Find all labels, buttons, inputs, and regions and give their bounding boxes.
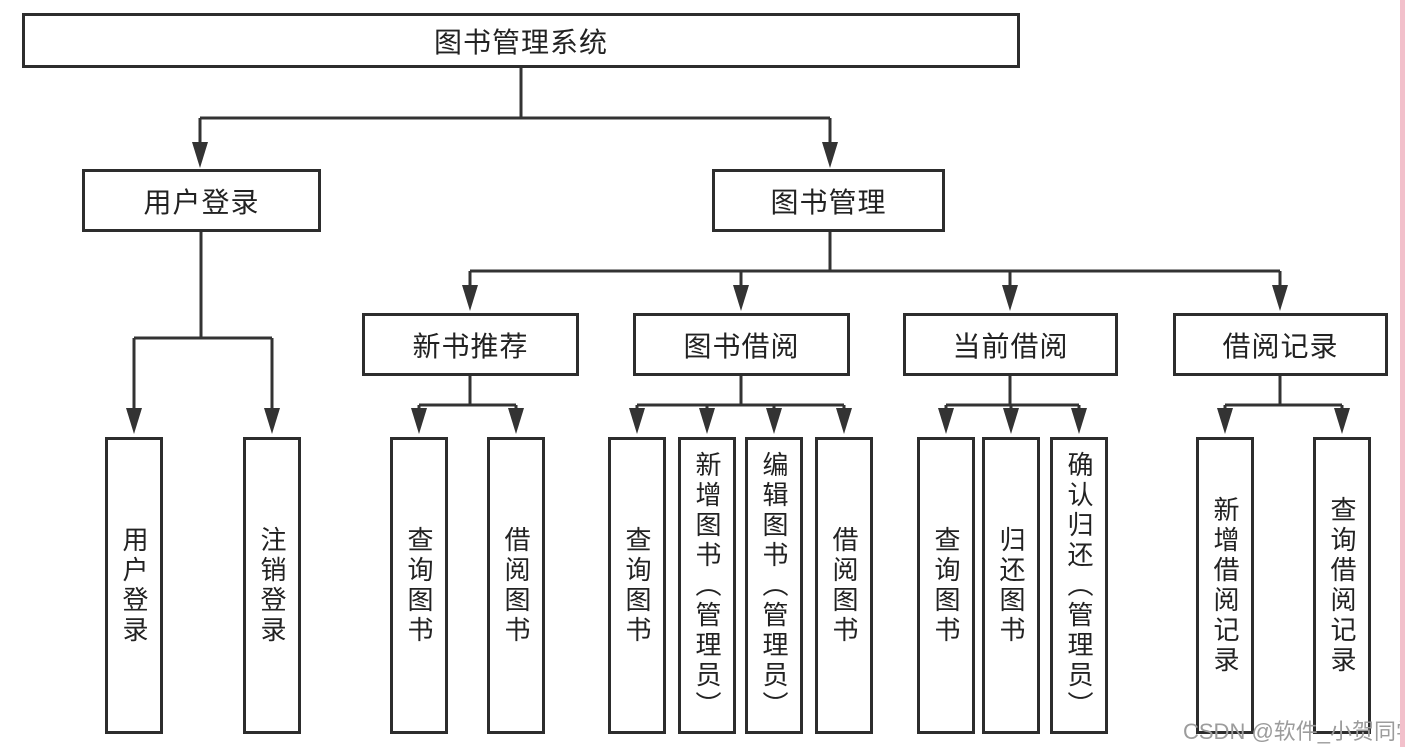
leaf-add-books-admin: 新增图书（管理员）: [678, 437, 736, 734]
node-user-login: 用户登录: [82, 169, 321, 232]
leaf-query-books-1-label: 查询图书: [404, 525, 434, 646]
node-current-borrow-label: 当前借阅: [952, 330, 1069, 362]
leaf-add-borrow-record-label: 新增借阅记录: [1210, 495, 1240, 676]
leaf-borrow-books-2: 借阅图书: [815, 437, 873, 734]
node-book-borrow-label: 图书借阅: [683, 330, 800, 362]
leaf-logout: 注销登录: [243, 437, 301, 734]
leaf-query-books-3-label: 查询图书: [931, 525, 961, 646]
leaf-edit-books-admin-label: 编辑图书（管理员）: [759, 450, 789, 721]
node-book-management-label: 图书管理: [770, 186, 887, 218]
leaf-query-borrow-record-label: 查询借阅记录: [1327, 495, 1357, 676]
leaf-return-books-label: 归还图书: [996, 525, 1026, 646]
leaf-confirm-return-admin-label: 确认归还（管理员）: [1064, 450, 1094, 721]
node-current-borrow: 当前借阅: [903, 313, 1118, 376]
leaf-borrow-books-1: 借阅图书: [487, 437, 545, 734]
leaf-add-books-admin-label: 新增图书（管理员）: [692, 450, 722, 721]
leaf-borrow-books-2-label: 借阅图书: [829, 525, 859, 646]
arrowhead-icons: [126, 142, 1350, 434]
node-user-login-label: 用户登录: [143, 186, 260, 218]
leaf-query-books-2-label: 查询图书: [622, 525, 652, 646]
node-new-book-recommend: 新书推荐: [362, 313, 579, 376]
node-book-management: 图书管理: [712, 169, 945, 232]
node-root-label: 图书管理系统: [433, 26, 608, 58]
watermark-text: CSDN @软件_小贺同学: [1183, 719, 1405, 744]
node-new-book-recommend-label: 新书推荐: [412, 330, 529, 362]
right-accent-strip: [1400, 0, 1405, 747]
leaf-query-books-3: 查询图书: [917, 437, 975, 734]
leaf-query-borrow-record: 查询借阅记录: [1313, 437, 1371, 734]
node-root: 图书管理系统: [22, 13, 1020, 68]
leaf-confirm-return-admin: 确认归还（管理员）: [1050, 437, 1108, 734]
node-book-borrow: 图书借阅: [633, 313, 850, 376]
leaf-query-books-1: 查询图书: [390, 437, 448, 734]
node-borrow-records: 借阅记录: [1173, 313, 1388, 376]
leaf-logout-label: 注销登录: [257, 525, 287, 646]
leaf-return-books: 归还图书: [982, 437, 1040, 734]
leaf-add-borrow-record: 新增借阅记录: [1196, 437, 1254, 734]
leaf-query-books-2: 查询图书: [608, 437, 666, 734]
leaf-edit-books-admin: 编辑图书（管理员）: [745, 437, 803, 734]
leaf-user-login: 用户登录: [105, 437, 163, 734]
leaf-user-login-label: 用户登录: [119, 525, 149, 646]
leaf-borrow-books-1-label: 借阅图书: [501, 525, 531, 646]
node-borrow-records-label: 借阅记录: [1222, 330, 1339, 362]
